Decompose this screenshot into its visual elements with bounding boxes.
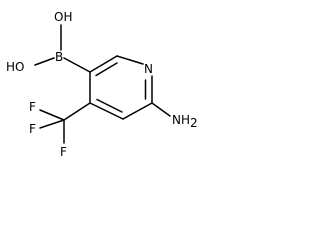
bonds [34,24,171,144]
atom-label-ho-left: HO [6,60,24,74]
bond-c3-c2 [89,55,118,73]
atom-label-fluorine-left: F [29,122,36,136]
bond-c2-c3-double [95,62,118,77]
bond-c2-n1 [116,55,144,65]
bond-c5-c4 [89,102,124,120]
bond-c3-b [63,57,91,73]
atom-label-amine: NH2 [172,113,198,130]
chemical-structure-diagram: OH HO B N NH2 F F F [6,10,198,159]
bond-c4-cf3 [63,102,91,121]
bond-cf3-f-top [39,109,65,121]
amine-subscript: 2 [190,116,198,130]
bond-c6-nh2 [151,102,171,117]
atom-label-boron: B [55,50,63,64]
bond-c5-c4-double [96,98,123,113]
bond-c6-c5 [122,102,153,120]
bond-b-oh-left [34,57,55,66]
atom-label-fluorine-top: F [29,100,36,114]
bond-cf3-f-left [39,119,65,129]
atom-label-fluorine-bottom: F [60,145,67,159]
atom-labels: OH HO B N NH2 F F F [6,10,198,159]
amine-text: NH [172,113,190,127]
atom-label-ring-nitrogen: N [144,62,153,76]
atom-label-oh-top: OH [54,10,72,24]
